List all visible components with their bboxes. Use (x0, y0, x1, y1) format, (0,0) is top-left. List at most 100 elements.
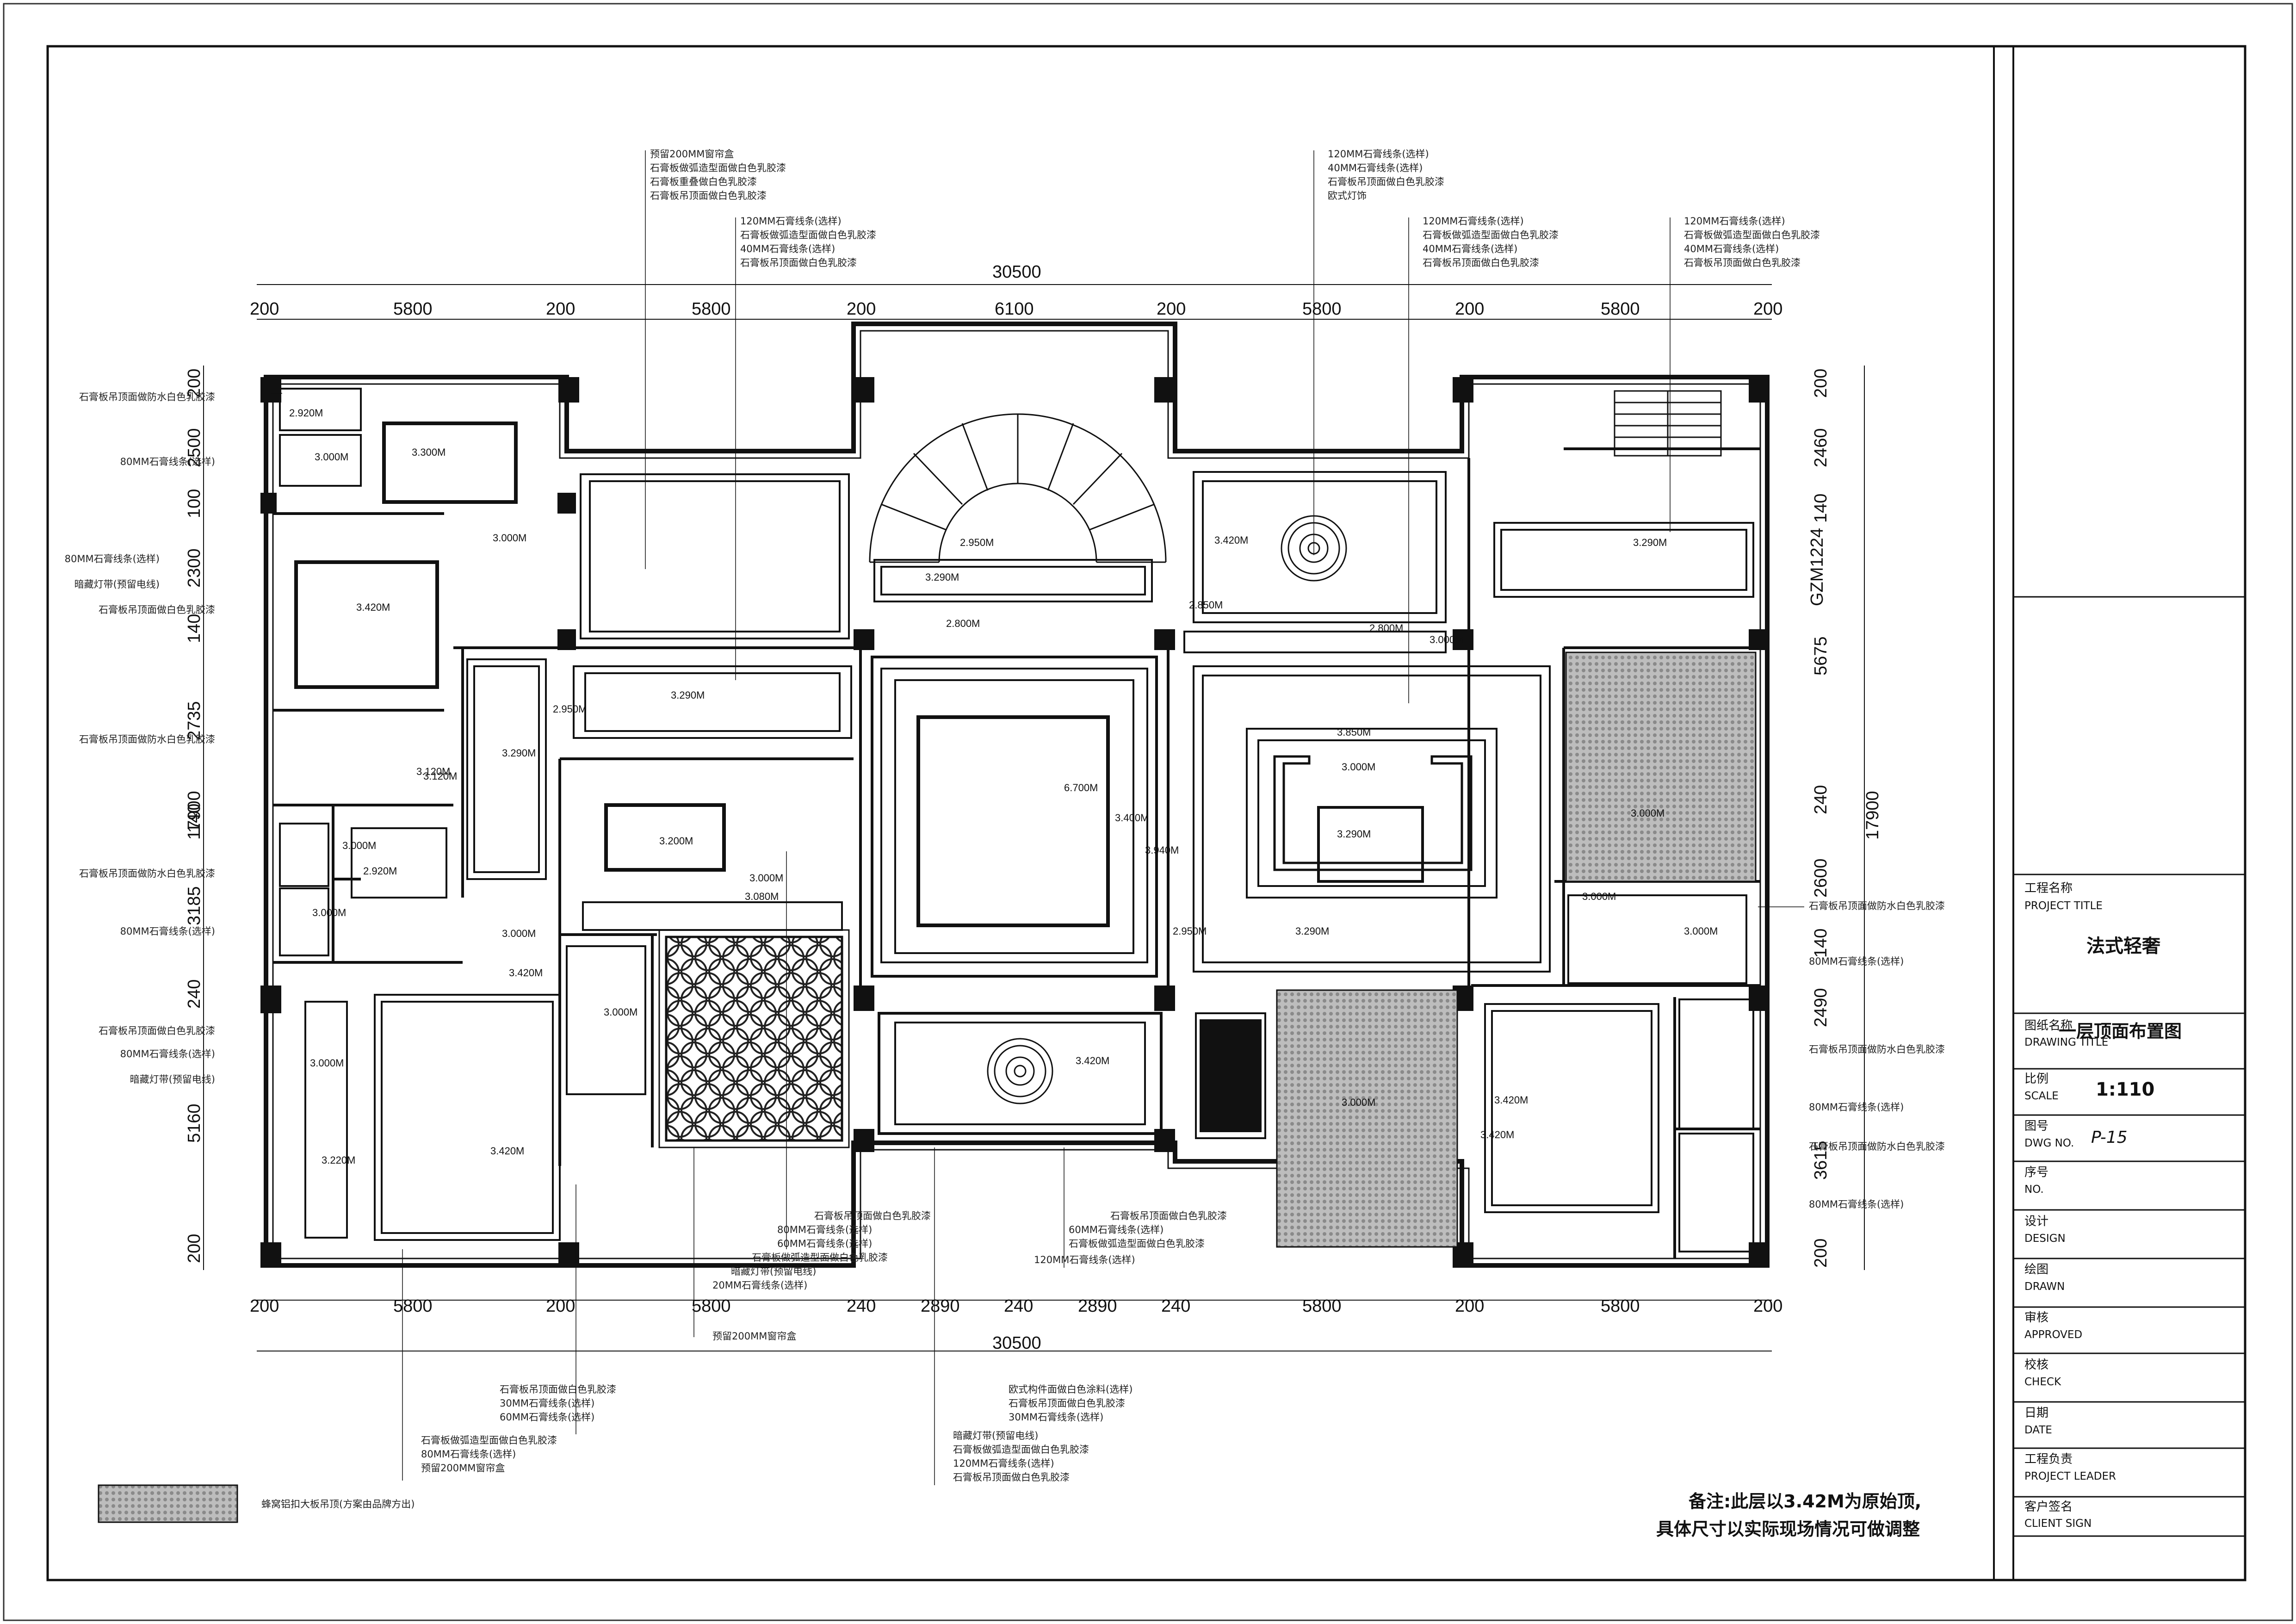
elev-39: 3.420M (1494, 1094, 1528, 1106)
note-top-c-2: 40MM石膏线条(选样) (1328, 162, 1423, 174)
elev-4: 3.420M (356, 601, 390, 613)
dim-left-9: 240 (185, 979, 204, 1009)
note-left-9: 石膏板吊顶面做白色乳胶漆 (99, 1025, 215, 1036)
note-top-e-4: 石膏板吊顶面做白色乳胶漆 (1684, 257, 1801, 268)
elev-13: 3.000M (312, 907, 346, 918)
elev-21: 3.290M (925, 571, 959, 583)
elev-28: 3.420M (1214, 534, 1248, 546)
ceiling-panels (279, 388, 1754, 1252)
note-bottom-d-2: 30MM石膏线条(选样) (500, 1398, 594, 1409)
dim-left-5: 140 (185, 614, 204, 643)
note-bottom-f-1: 欧式构件面做白色涂料(选样) (1009, 1384, 1133, 1395)
scale-label-en: SCALE (2024, 1090, 2059, 1102)
note-top-c-4: 欧式灯饰 (1328, 190, 1367, 201)
dim-top-6: 6100 (995, 299, 1034, 319)
drawn-label-cn: 绘图 (2024, 1263, 2048, 1277)
note-bottom-e-3: 预留200MM窗帘盒 (421, 1463, 505, 1474)
dim-top-4: 5800 (692, 299, 731, 319)
design-label-en: DESIGN (2024, 1233, 2066, 1245)
note-top-d-4: 石膏板吊顶面做白色乳胶漆 (1423, 257, 1539, 268)
note-top-c-1: 120MM石膏线条(选样) (1328, 149, 1429, 160)
note-left-8: 80MM石膏线条(选样) (120, 926, 215, 937)
note-top-e-3: 40MM石膏线条(选样) (1684, 243, 1779, 254)
elev-32: 3.000M (1342, 761, 1375, 773)
floor-plan (260, 322, 1770, 1268)
ceiling-medallion-2 (987, 1038, 1053, 1104)
elev-11: 3.000M (342, 840, 376, 851)
dim-left-7: 140 (185, 804, 204, 833)
dim-top-8: 5800 (1302, 299, 1342, 319)
dim-top-3: 200 (546, 299, 575, 319)
dim-bottom-3: 200 (546, 1296, 575, 1316)
elev-41: 3.000M (1342, 1097, 1375, 1108)
elev-6: 3.120M (416, 766, 450, 777)
elev-15: 3.080M (745, 891, 779, 902)
scale-value: 1:110 (2096, 1079, 2154, 1100)
note-top-d-3: 40MM石膏线条(选样) (1423, 243, 1517, 254)
note-top-b-3: 40MM石膏线条(选样) (740, 243, 835, 254)
dim-top-total: 30500 (992, 262, 1041, 282)
project-name: 法式轻奢 (2086, 936, 2161, 957)
note-left-5: 石膏板吊顶面做白色乳胶漆 (99, 604, 215, 615)
design-label-cn: 设计 (2024, 1215, 2048, 1228)
elev-26: 2.950M (1173, 925, 1207, 937)
dim-left-total: 17900 (185, 791, 204, 840)
note-left-6: 石膏板吊顶面做防水白色乳胶漆 (79, 734, 215, 745)
elev-5: 3.000M (493, 532, 526, 544)
dwg-no-label-cn: 图号 (2024, 1119, 2048, 1133)
title-block: 工程名称 PROJECT TITLE 法式轻奢 图纸名称 DRAWING TIT… (1993, 46, 2245, 1580)
notes-bottom-g: 暗藏灯带(预留电线) 石膏板做弧造型面做白色乳胶漆 120MM石膏线条(选样) … (953, 1430, 1089, 1483)
note-top-a-1: 预留200MM窗帘盒 (650, 149, 734, 160)
elev-30: 2.850M (1189, 599, 1223, 611)
note-right-4: 80MM石膏线条(选样) (1809, 1102, 1904, 1113)
note-bottom-b-1: 石膏板吊顶面做白色乳胶漆 (1110, 1210, 1227, 1221)
notes-top-a: 预留200MM窗帘盒 石膏板做弧造型面做白色乳胶漆 石膏板重叠做白色乳胶漆 石膏… (650, 149, 786, 201)
dim-bottom-1: 200 (250, 1296, 279, 1316)
dim-bottom-5: 240 (847, 1296, 876, 1316)
dim-left-11: 200 (185, 1234, 204, 1263)
notes-top-d: 120MM石膏线条(选样) 石膏板做弧造型面做白色乳胶漆 40MM石膏线条(选样… (1423, 216, 1559, 268)
notes-left: 石膏板吊顶面做防水白色乳胶漆 80MM石膏线条(选样) 80MM石膏线条(选样)… (65, 391, 215, 1085)
dim-bottom-total: 30500 (992, 1333, 1041, 1353)
elev-3: 3.300M (412, 446, 446, 458)
dwg-no-value: P-15 (2091, 1128, 2128, 1147)
honeycomb-ceiling-2 (1276, 989, 1458, 1248)
elev-9: 3.290M (671, 689, 705, 701)
elev-8: 2.950M (553, 703, 587, 715)
notes-bottom-e: 石膏板做弧造型面做白色乳胶漆 80MM石膏线条(选样) 预留200MM窗帘盒 (421, 1435, 557, 1474)
date-label-cn: 日期 (2024, 1406, 2048, 1420)
elev-45: 3.000M (749, 872, 783, 884)
elev-44: 3.420M (509, 967, 543, 979)
note-bottom-g-2: 石膏板做弧造型面做白色乳胶漆 (953, 1444, 1089, 1455)
dim-right-9: 3615 (1811, 1141, 1831, 1180)
lattice-ceiling (665, 936, 843, 1142)
dim-right-2: 2460 (1811, 428, 1831, 467)
leader-label-cn: 工程负责 (2024, 1452, 2073, 1466)
note-bottom-g-3: 120MM石膏线条(选样) (953, 1458, 1054, 1469)
note-top-a-4: 石膏板吊顶面做白色乳胶漆 (650, 190, 767, 201)
dimension-lines (203, 284, 1865, 1351)
door-tag: GZM1224 (1807, 528, 1827, 606)
note-top-b-2: 石膏板做弧造型面做白色乳胶漆 (740, 229, 876, 241)
note-top-d-2: 石膏板做弧造型面做白色乳胶漆 (1423, 229, 1559, 241)
approved-label-cn: 审核 (2024, 1311, 2048, 1325)
remark-line-1: 备注:此层以3.42M为原始顶, (1689, 1491, 1921, 1512)
leader-label-en: PROJECT LEADER (2024, 1470, 2116, 1482)
elev-31: 3.850M (1337, 726, 1371, 738)
note-bottom-g-4: 石膏板吊顶面做白色乳胶漆 (953, 1472, 1070, 1483)
spiral-staircase (869, 413, 1167, 563)
dim-bottom-11: 200 (1455, 1296, 1484, 1316)
legend-label: 蜂窝铝扣大板吊顶(方案由品牌方出) (261, 1499, 415, 1510)
dim-top-10: 5800 (1601, 299, 1640, 319)
elev-40: 3.420M (1480, 1129, 1514, 1141)
elev-19: 3.220M (322, 1154, 355, 1166)
client-label-cn: 客户签名 (2024, 1500, 2073, 1514)
elev-18: 3.000M (310, 1057, 344, 1069)
note-bottom-b-4: 120MM石膏线条(选样) (1034, 1254, 1135, 1265)
elev-20: 2.950M (960, 537, 994, 548)
legend: 蜂窝铝扣大板吊顶(方案由品牌方出) (98, 1484, 415, 1523)
no-label-cn: 序号 (2024, 1165, 2048, 1179)
drawing-name: 一层顶面布置图 (2059, 1021, 2182, 1041)
note-top-e-1: 120MM石膏线条(选样) (1684, 216, 1785, 227)
no-label-en: NO. (2024, 1184, 2044, 1196)
